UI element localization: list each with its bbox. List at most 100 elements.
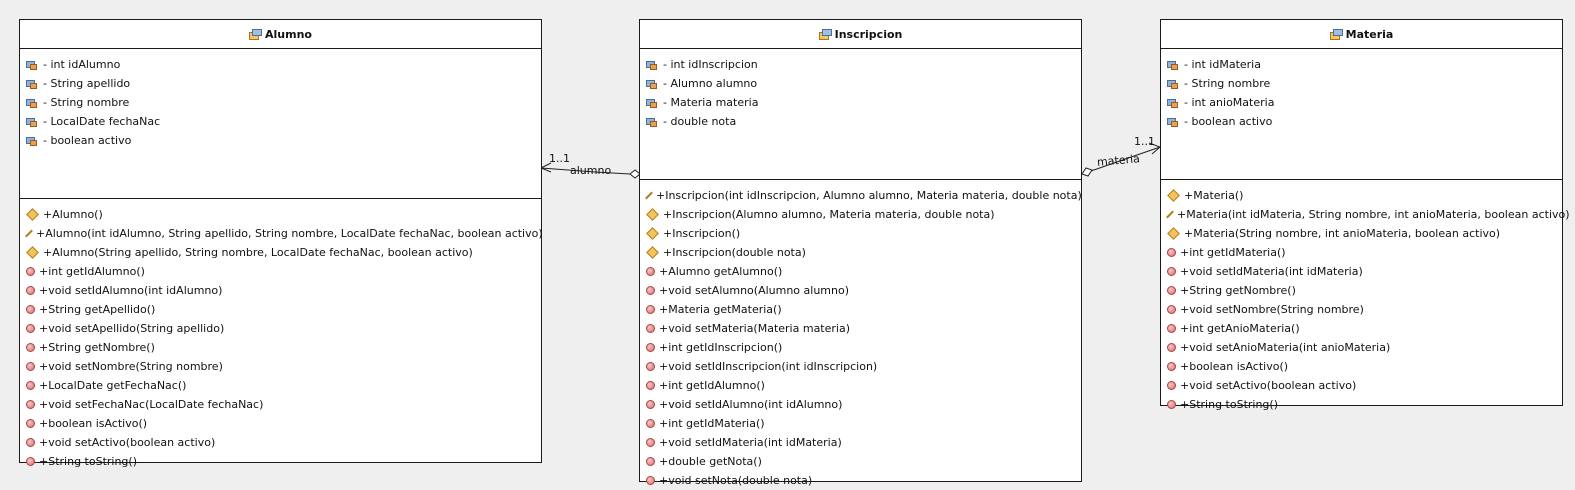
method-label: +void setActivo(boolean activo) (1180, 379, 1357, 392)
constructor-row[interactable]: +Materia() (1161, 186, 1562, 205)
constructor-label: +Inscripcion(int idInscripcion, Alumno a… (656, 189, 1082, 202)
method-row[interactable]: +void setActivo(boolean activo) (1161, 376, 1562, 395)
method-label: +void setIdInscripcion(int idInscripcion… (659, 360, 878, 373)
constructor-row[interactable]: +Materia(String nombre, int anioMateria,… (1161, 224, 1562, 243)
method-row[interactable]: +Alumno getAlumno() (640, 262, 1081, 281)
constructor-row[interactable]: +Alumno() (20, 205, 541, 224)
method-row[interactable]: +int getIdMateria() (640, 414, 1081, 433)
field-label: - boolean activo (1184, 115, 1273, 128)
field-row[interactable]: - boolean activo (20, 131, 541, 150)
method-row[interactable]: +String toString() (20, 452, 541, 471)
method-row[interactable]: +void setIdAlumno(int idAlumno) (640, 395, 1081, 414)
method-row[interactable]: +void setApellido(String apellido) (20, 319, 541, 338)
field-label: - int idAlumno (43, 58, 121, 71)
method-icon (26, 438, 35, 447)
constructor-icon (646, 208, 659, 221)
field-row[interactable]: - Alumno alumno (640, 74, 1081, 93)
method-label: +int getIdAlumno() (39, 265, 145, 278)
field-row[interactable]: - int idMateria (1161, 55, 1562, 74)
association-materia[interactable] (1081, 142, 1161, 177)
method-label: +String toString() (1180, 398, 1278, 411)
constructor-row[interactable]: +Alumno(String apellido, String nombre, … (20, 243, 541, 262)
field-row[interactable]: - double nota (640, 112, 1081, 131)
method-row[interactable]: +void setAlumno(Alumno alumno) (640, 281, 1081, 300)
constructor-label: +Materia(String nombre, int anioMateria,… (1184, 227, 1501, 240)
constructor-row[interactable]: +Inscripcion() (640, 224, 1081, 243)
method-icon (1167, 400, 1176, 409)
method-row[interactable]: +String getNombre() (20, 338, 541, 357)
method-icon (646, 267, 655, 276)
constructor-icon (646, 246, 659, 259)
class-materia[interactable]: Materia- int idMateria- String nombre- i… (1160, 19, 1570, 411)
method-label: +void setAlumno(Alumno alumno) (659, 284, 850, 297)
method-label: +String toString() (39, 455, 137, 468)
field-row[interactable]: - Materia materia (640, 93, 1081, 112)
method-label: +void setNombre(String nombre) (39, 360, 223, 373)
method-row[interactable]: +void setMateria(Materia materia) (640, 319, 1081, 338)
method-row[interactable]: +void setIdMateria(int idMateria) (1161, 262, 1562, 281)
method-row[interactable]: +void setNota(double nota) (640, 471, 1081, 490)
method-icon (646, 286, 655, 295)
field-row[interactable]: - String apellido (20, 74, 541, 93)
method-icon (26, 286, 35, 295)
method-row[interactable]: +int getIdAlumno() (20, 262, 541, 281)
method-icon (1167, 324, 1176, 333)
method-row[interactable]: +int getIdAlumno() (640, 376, 1081, 395)
method-row[interactable]: +void setIdInscripcion(int idInscripcion… (640, 357, 1081, 376)
method-label: +void setNota(double nota) (659, 474, 813, 487)
constructor-label: +Alumno(int idAlumno, String apellido, S… (36, 227, 543, 240)
class-icon (818, 28, 832, 40)
method-row[interactable]: +void setActivo(boolean activo) (20, 433, 541, 452)
method-icon (646, 343, 655, 352)
class-header-inscripcion: Inscripcion (640, 20, 1081, 49)
field-row[interactable]: - int anioMateria (1161, 93, 1562, 112)
field-row[interactable]: - String nombre (20, 93, 541, 112)
method-label: +void setMateria(Materia materia) (659, 322, 851, 335)
method-label: +boolean isActivo() (1180, 360, 1289, 373)
method-row[interactable]: +LocalDate getFechaNac() (20, 376, 541, 395)
constructor-icon (26, 208, 39, 221)
field-icon (646, 98, 658, 108)
field-icon (646, 117, 658, 127)
method-row[interactable]: +int getAnioMateria() (1161, 319, 1562, 338)
field-label: - LocalDate fechaNac (43, 115, 161, 128)
field-row[interactable]: - boolean activo (1161, 112, 1562, 131)
constructor-row[interactable]: +Materia(int idMateria, String nombre, i… (1161, 205, 1570, 224)
method-label: +Materia getMateria() (659, 303, 782, 316)
method-label: +void setIdMateria(int idMateria) (1180, 265, 1363, 278)
method-row[interactable]: +Materia getMateria() (640, 300, 1081, 319)
method-icon (26, 343, 35, 352)
field-row[interactable]: - String nombre (1161, 74, 1562, 93)
field-label: - String nombre (43, 96, 130, 109)
method-row[interactable]: +String getNombre() (1161, 281, 1562, 300)
method-row[interactable]: +void setIdAlumno(int idAlumno) (20, 281, 541, 300)
method-row[interactable]: +String getApellido() (20, 300, 541, 319)
method-row[interactable]: +boolean isActivo() (20, 414, 541, 433)
constructor-row[interactable]: +Inscripcion(double nota) (640, 243, 1081, 262)
method-row[interactable]: +void setNombre(String nombre) (20, 357, 541, 376)
constructor-icon (1166, 210, 1174, 219)
method-row[interactable]: +double getNota() (640, 452, 1081, 471)
method-row[interactable]: +String toString() (1161, 395, 1562, 414)
constructor-icon (646, 227, 659, 240)
constructor-label: +Inscripcion() (663, 227, 741, 240)
field-row[interactable]: - int idAlumno (20, 55, 541, 74)
constructor-row[interactable]: +Inscripcion(Alumno alumno, Materia mate… (640, 205, 1081, 224)
field-icon (646, 79, 658, 89)
method-row[interactable]: +void setFechaNac(LocalDate fechaNac) (20, 395, 541, 414)
method-icon (26, 457, 35, 466)
class-alumno[interactable]: Alumno- int idAlumno- String apellido- S… (19, 19, 543, 468)
constructor-row[interactable]: +Inscripcion(int idInscripcion, Alumno a… (640, 186, 1082, 205)
field-row[interactable]: - int idInscripcion (640, 55, 1081, 74)
method-row[interactable]: +void setNombre(String nombre) (1161, 300, 1562, 319)
method-row[interactable]: +void setIdMateria(int idMateria) (640, 433, 1081, 452)
constructor-row[interactable]: +Alumno(int idAlumno, String apellido, S… (20, 224, 543, 243)
method-label: +String getNombre() (1180, 284, 1296, 297)
field-icon (26, 136, 38, 146)
field-row[interactable]: - LocalDate fechaNac (20, 112, 541, 131)
method-row[interactable]: +boolean isActivo() (1161, 357, 1562, 376)
method-row[interactable]: +void setAnioMateria(int anioMateria) (1161, 338, 1562, 357)
method-row[interactable]: +int getIdInscripcion() (640, 338, 1081, 357)
class-inscripcion[interactable]: Inscripcion - int idInscripcion- Alumno a… (639, 19, 1082, 487)
method-row[interactable]: +int getIdMateria() (1161, 243, 1562, 262)
